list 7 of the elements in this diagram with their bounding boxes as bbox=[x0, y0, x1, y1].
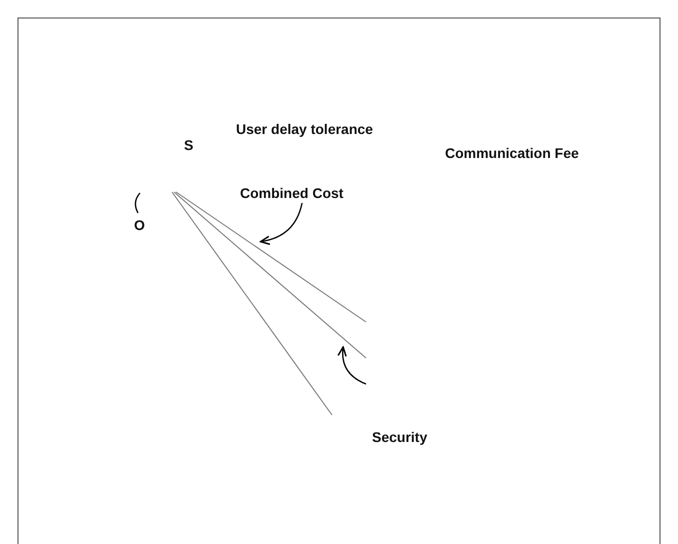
point-label: S bbox=[184, 137, 194, 153]
curved-arrow bbox=[260, 202, 303, 245]
line-label: Combined Cost bbox=[240, 185, 344, 201]
axis-label: Communication Fee bbox=[445, 145, 579, 161]
line-label: Security bbox=[372, 429, 428, 445]
axis-label: User delay tolerance bbox=[236, 121, 373, 137]
point-label: O bbox=[134, 217, 145, 233]
